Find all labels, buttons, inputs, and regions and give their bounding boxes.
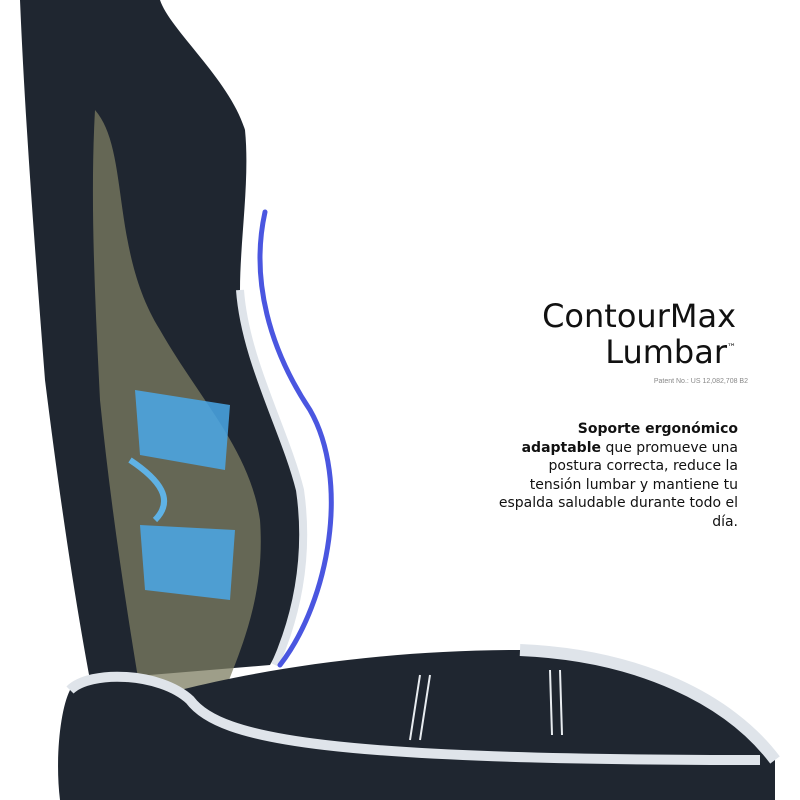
trademark-symbol: ™: [727, 343, 736, 353]
product-description: Soporte ergonómico adaptable que promuev…: [498, 420, 738, 531]
title-line-1: ContourMax: [542, 297, 736, 335]
description-bold: Soporte ergonómico adaptable: [521, 421, 738, 456]
patent-number: Patent No.: US 12,082,708 B2: [653, 378, 748, 385]
title-line-2: Lumbar: [605, 333, 727, 371]
lumbar-support-mesh: [128, 390, 235, 600]
product-title: ContourMax Lumbar™: [542, 298, 736, 370]
lumbar-curve-accent: [257, 209, 334, 668]
description-text: que promueve una postura correcta, reduc…: [498, 439, 738, 530]
